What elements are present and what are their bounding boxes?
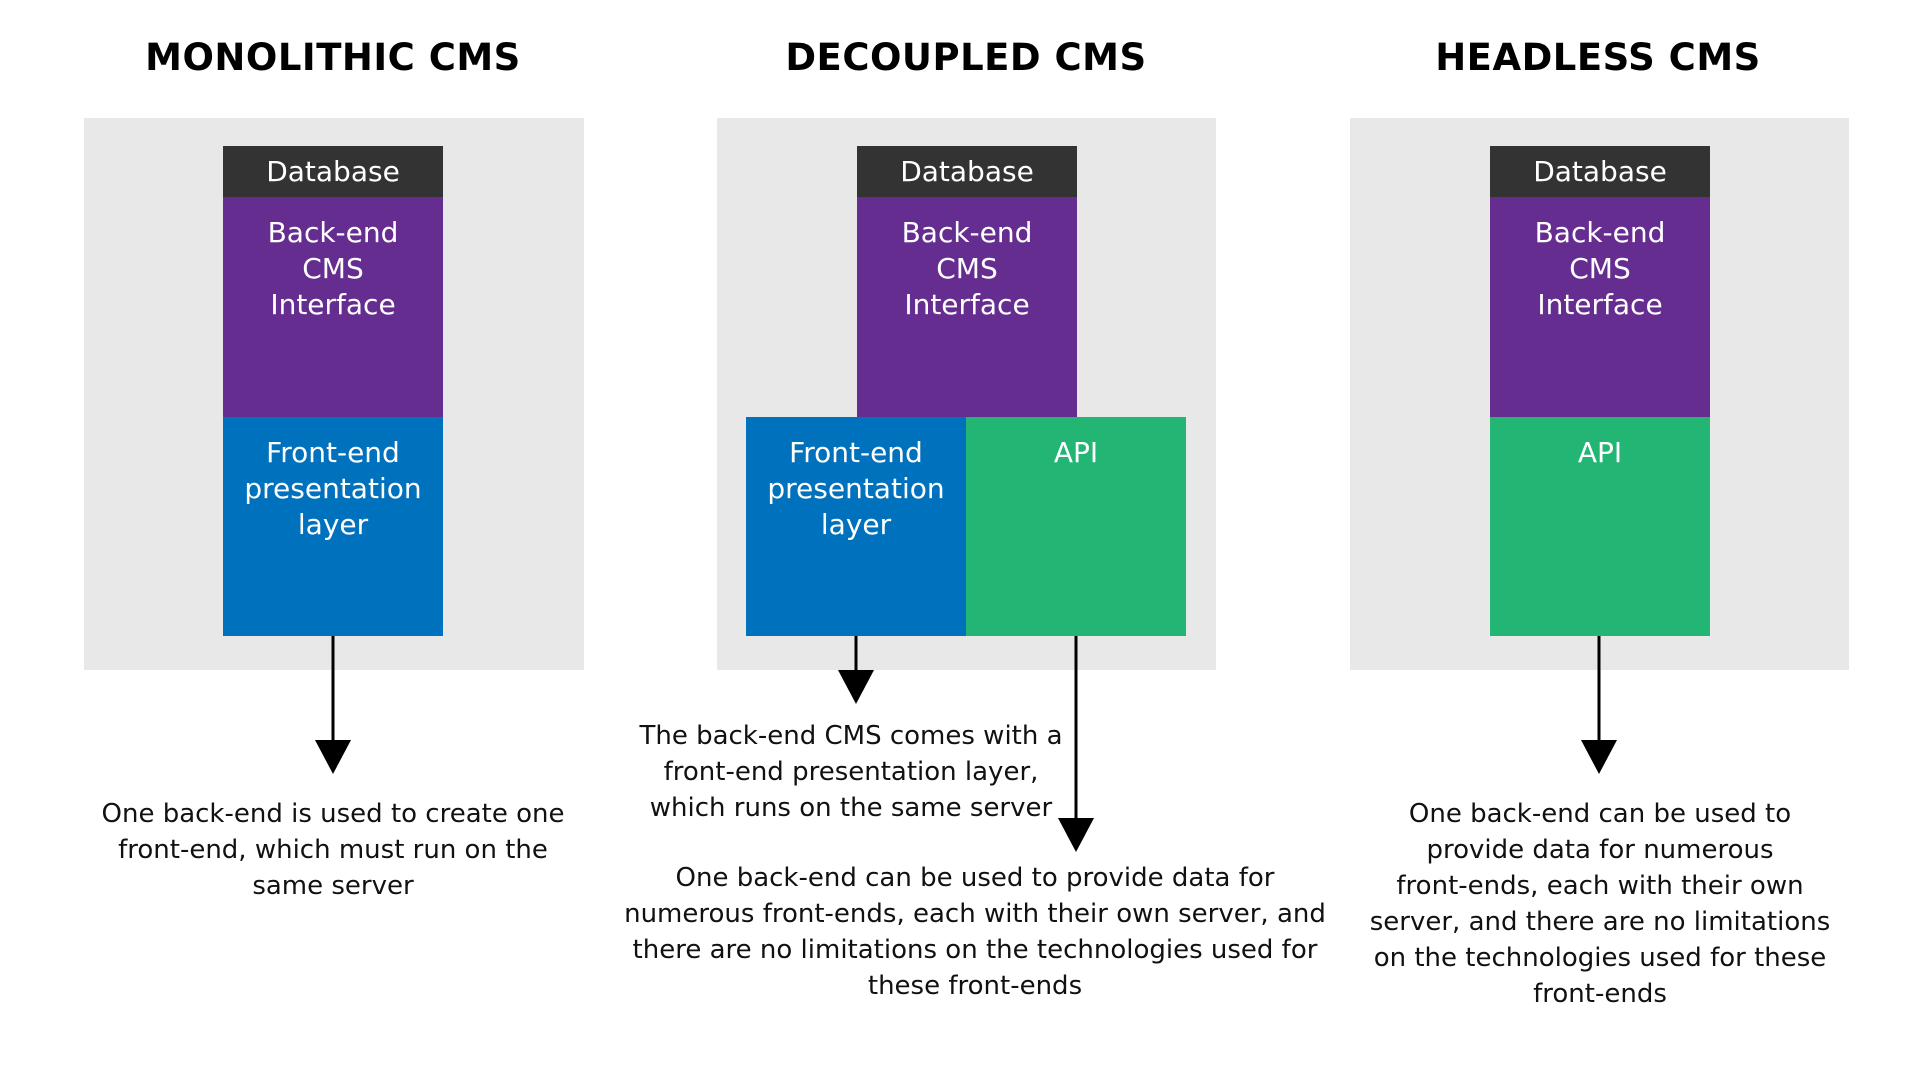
decoupled-frontend-caption-line: The back-end CMS comes with a (639, 721, 1063, 751)
monolithic-frontend-line: layer (297, 508, 369, 541)
decoupled-api-label: API (1053, 436, 1099, 469)
monolithic-title: MONOLITHIC CMS (145, 36, 521, 79)
headless-backend-block: Back-end CMS Interface (1490, 197, 1710, 417)
decoupled-backend-line: Interface (904, 288, 1030, 321)
monolithic-caption-line: front-end, which must run on the (118, 835, 548, 865)
decoupled-database-block: Database (857, 146, 1077, 197)
decoupled-frontend-caption-line: which runs on the same server (649, 793, 1053, 823)
decoupled-frontend-block: Front-end presentation layer (746, 417, 966, 636)
decoupled-backend-line: Back-end (901, 216, 1033, 249)
decoupled-api-caption-line: there are no limitations on the technolo… (632, 935, 1318, 965)
headless-caption-line: One back-end can be used to (1408, 799, 1792, 829)
headless-backend-line: Back-end (1534, 216, 1666, 249)
monolithic-backend-line: CMS (302, 252, 364, 285)
headless-title: HEADLESS CMS (1435, 36, 1761, 79)
monolithic-backend-line: Interface (270, 288, 396, 321)
decoupled-api-caption-line: these front-ends (867, 971, 1083, 1001)
decoupled-api-caption: One back-end can be used to provide data… (617, 860, 1333, 1004)
monolithic-caption-line: same server (252, 871, 414, 901)
decoupled-backend-block: Back-end CMS Interface (857, 197, 1077, 417)
decoupled-title: DECOUPLED CMS (785, 36, 1147, 79)
monolithic-frontend-line: presentation (244, 472, 422, 505)
decoupled-frontend-line: presentation (767, 472, 945, 505)
headless-backend-line: Interface (1537, 288, 1663, 321)
decoupled-frontend-caption-line: front-end presentation layer, (663, 757, 1039, 787)
headless-caption: One back-end can be used to provide data… (1360, 796, 1840, 1012)
decoupled-api-down-arrow (1058, 636, 1094, 852)
monolithic-frontend-block: Front-end presentation layer (223, 417, 443, 636)
headless-down-arrow (1581, 636, 1617, 774)
decoupled-frontend-caption: The back-end CMS comes with a front-end … (621, 718, 1081, 826)
monolithic-frontend-line: Front-end (266, 436, 400, 469)
monolithic-down-arrow (315, 636, 351, 774)
headless-database-block: Database (1490, 146, 1710, 197)
headless-caption-line: server, and there are no limitations (1369, 907, 1831, 937)
decoupled-frontend-line: Front-end (789, 436, 923, 469)
headless-api-label: API (1577, 436, 1623, 469)
decoupled-api-caption-line: numerous front-ends, each with their own… (624, 899, 1326, 929)
headless-caption-line: front-ends, each with their own (1396, 871, 1804, 901)
decoupled-frontend-line: layer (820, 508, 892, 541)
headless-api-block: API (1490, 417, 1710, 636)
decoupled-api-caption-line: One back-end can be used to provide data… (675, 863, 1275, 893)
headless-caption-line: front-ends (1533, 979, 1667, 1009)
monolithic-caption: One back-end is used to create one front… (93, 796, 573, 904)
headless-backend-line: CMS (1569, 252, 1631, 285)
decoupled-frontend-down-arrow (838, 636, 874, 704)
monolithic-database-block: Database (223, 146, 443, 197)
monolithic-backend-block: Back-end CMS Interface (223, 197, 443, 417)
decoupled-api-block: API (966, 417, 1186, 636)
headless-caption-line: on the technologies used for these (1373, 943, 1827, 973)
monolithic-caption-line: One back-end is used to create one (101, 799, 565, 829)
headless-caption-line: provide data for numerous (1426, 835, 1774, 865)
monolithic-backend-line: Back-end (267, 216, 399, 249)
decoupled-backend-line: CMS (936, 252, 998, 285)
